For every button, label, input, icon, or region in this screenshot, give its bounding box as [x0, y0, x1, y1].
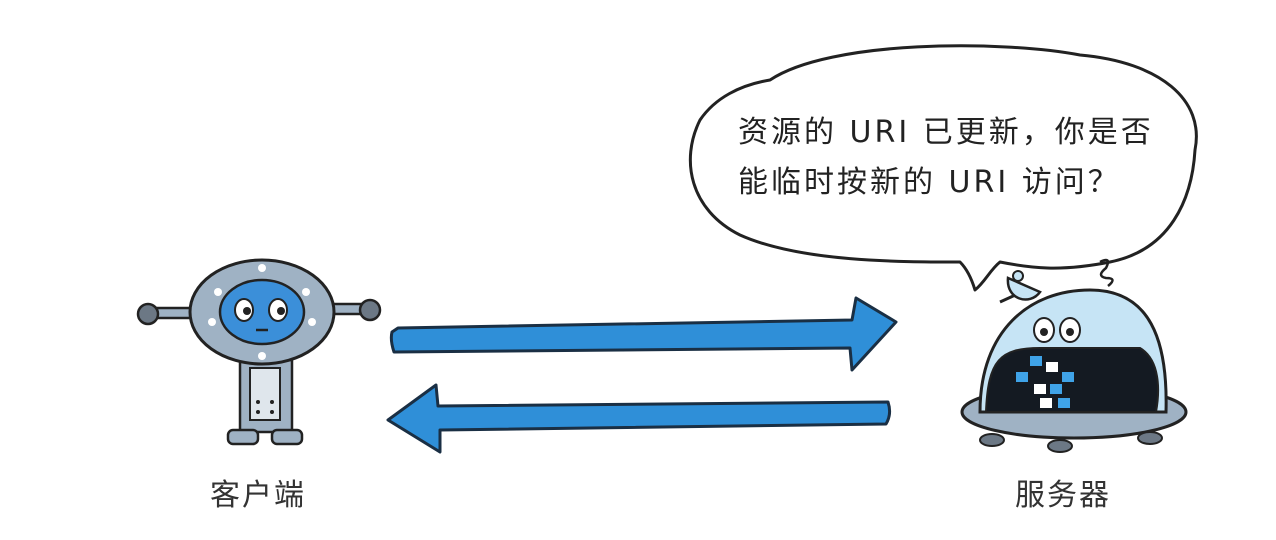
request-arrow [389, 296, 898, 372]
client-label: 客户端 [210, 478, 306, 513]
speech-bubble-line-1: 资源的 URI 已更新，你是否 [738, 115, 1154, 150]
server-label: 服务器 [1015, 478, 1111, 513]
speech-bubble [688, 44, 1198, 292]
speech-bubble-line-2: 能临时按新的 URI 访问？ [738, 165, 1121, 200]
speech-bubble-text: 资源的 URI 已更新，你是否 能临时按新的 URI 访问？ [738, 108, 1178, 208]
server-robot-icon [960, 258, 1188, 453]
client-robot-icon [136, 258, 382, 446]
response-arrow [386, 383, 892, 454]
